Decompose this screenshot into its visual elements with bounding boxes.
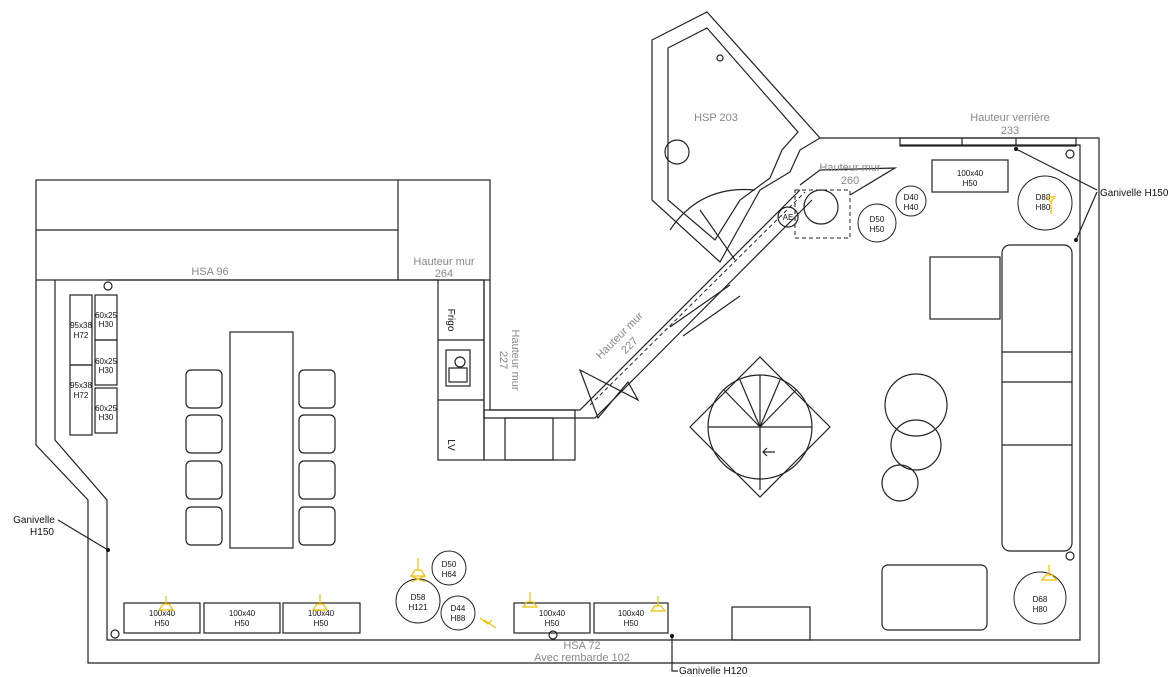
plan-label: H50 — [963, 179, 978, 188]
kitchen: Frigo LV — [437, 279, 576, 461]
plan-label: Hauteur mur — [819, 162, 880, 174]
plan-label: HSA 72 — [563, 640, 600, 652]
plan-label: H40 — [904, 203, 919, 212]
plan-label: H80 — [1036, 203, 1051, 212]
plan-label: D50 — [442, 560, 457, 569]
plan-label: D44 — [451, 604, 466, 613]
spiral-staircase — [689, 356, 831, 498]
interior-walls — [483, 11, 898, 420]
dishwasher-label: LV — [445, 439, 456, 451]
hsp203-label: HSP 203 — [694, 112, 738, 124]
lounge — [881, 244, 1073, 631]
sofa — [1001, 244, 1073, 552]
fridge-label: Frigo — [445, 309, 456, 332]
plan-label: H30 — [99, 320, 114, 329]
plan-label: H30 — [99, 413, 114, 422]
armchair — [881, 564, 988, 631]
plan-label: 95x38 — [70, 321, 92, 330]
plan-label: D58 — [411, 593, 426, 602]
plan-label: H50 — [155, 619, 170, 628]
chairs — [185, 369, 336, 546]
ganivelle-bottom-label: Ganivelle H120 — [679, 666, 748, 677]
plan-label: 60x25 — [95, 357, 117, 366]
plan-label: H50 — [545, 619, 560, 628]
sink — [445, 349, 471, 387]
plan-label: D68 — [1033, 595, 1048, 604]
plan-label: 95x38 — [70, 381, 92, 390]
plan-label: H88 — [451, 614, 466, 623]
plan-label: 100x40 — [308, 609, 335, 618]
verriere-window — [899, 137, 1077, 147]
plan-label: D50 — [870, 215, 885, 224]
plan-label: 100x40 — [957, 169, 984, 178]
plan-label: 227 — [497, 351, 509, 369]
plan-label: 100x40 — [149, 609, 176, 618]
plan-label: 264 — [435, 268, 453, 280]
plan-label: H50 — [235, 619, 250, 628]
plan-label: Avec rembarde 102 — [534, 652, 630, 664]
plan-label: Hauteur mur — [509, 329, 521, 390]
plan-label: 100x40 — [539, 609, 566, 618]
plan-label: Hauteur mur — [594, 310, 646, 362]
plan-label: H150 — [30, 527, 54, 538]
plan-label: H80 — [1033, 605, 1048, 614]
plan-label: H50 — [314, 619, 329, 628]
plan-label: 60x25 — [95, 404, 117, 413]
plan-label: D88 — [1036, 193, 1051, 202]
plan-label: H30 — [99, 366, 114, 375]
plan-label: 100x40 — [618, 609, 645, 618]
plan-label: D40 — [904, 193, 919, 202]
plan-label: H72 — [74, 331, 89, 340]
plan-label: H64 — [442, 570, 457, 579]
terrace-boundary — [35, 137, 1100, 664]
light-icons — [157, 196, 1058, 629]
hsa96-label: HSA 96 — [191, 266, 228, 278]
ganivelle-right-label: Ganivelle H150 — [1100, 188, 1169, 199]
plan-label: Hauteur verrière — [970, 112, 1049, 124]
plan-label: 100x40 — [229, 609, 256, 618]
plan-label: 60x25 — [95, 311, 117, 320]
plan-label: H72 — [74, 391, 89, 400]
plan-label: H50 — [870, 225, 885, 234]
dining-set — [185, 331, 336, 549]
plan-label: H121 — [408, 603, 428, 612]
plan-label: 260 — [841, 175, 859, 187]
dining-table — [229, 331, 294, 549]
plan-label: Ganivelle — [13, 515, 55, 526]
plan-label: 233 — [1001, 125, 1019, 137]
ae-label: AE — [783, 213, 794, 222]
ganivelle-leaders — [57, 147, 1098, 672]
plan-label: H50 — [624, 619, 639, 628]
plan-label: Hauteur mur — [413, 256, 474, 268]
